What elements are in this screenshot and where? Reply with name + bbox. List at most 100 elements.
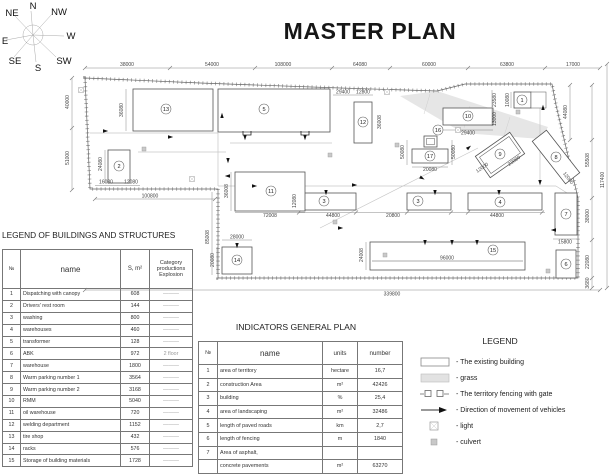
table-row: 4 warehouses 460 ——— bbox=[2, 323, 193, 337]
legend-item-label: - light bbox=[456, 422, 474, 430]
cell-no: 5 bbox=[2, 335, 21, 349]
cell-no: 3 bbox=[198, 391, 218, 406]
dock-marks bbox=[242, 131, 310, 136]
table-row: 8 Warm parking number 1 3564 ——— bbox=[2, 371, 193, 385]
legend-item-label: - culvert bbox=[456, 438, 481, 446]
svg-text:23580: 23580 bbox=[492, 93, 498, 107]
cell-units: m² bbox=[322, 377, 358, 393]
cell-name: length of fencing bbox=[217, 431, 323, 447]
svg-text:3680: 3680 bbox=[585, 277, 591, 288]
svg-text:36008: 36008 bbox=[224, 184, 230, 198]
table-row: 5 length of paved roads km 2,7 bbox=[198, 418, 403, 433]
building-label: 3 bbox=[412, 195, 424, 207]
table-row: 7 warehouse 1800 ——— bbox=[2, 359, 193, 373]
indicators-section: INDICATORS GENERAL PLAN № name units num… bbox=[198, 322, 403, 474]
cell-name: oil warehouse bbox=[20, 406, 121, 420]
cell-area: 608 bbox=[120, 288, 150, 301]
cell-number: 16,7 bbox=[357, 364, 403, 379]
table-row: 9 Warm parking number 2 3168 ——— bbox=[2, 383, 193, 397]
table-row: 1 Dispatching with canopy 608 ——— bbox=[2, 288, 193, 301]
cell-category: ——— bbox=[149, 395, 193, 408]
existing-building-symbol bbox=[420, 357, 456, 367]
culvert-icon bbox=[394, 142, 400, 148]
cell-category: ——— bbox=[149, 454, 193, 468]
building-label: 4 bbox=[494, 196, 506, 208]
svg-text:7: 7 bbox=[564, 212, 567, 218]
column-header-no: № bbox=[2, 249, 21, 289]
culvert-symbol bbox=[420, 437, 456, 447]
svg-text:9: 9 bbox=[498, 152, 501, 158]
svg-text:50080: 50080 bbox=[400, 145, 406, 159]
svg-text:5: 5 bbox=[262, 107, 265, 113]
column-header-number: number bbox=[357, 341, 403, 365]
table-row: 6 ABK 972 2 floor bbox=[2, 347, 193, 361]
svg-text:3: 3 bbox=[416, 199, 419, 205]
cell-category: ——— bbox=[149, 383, 193, 397]
table-row: concrete pavements m² 63270 bbox=[198, 459, 403, 474]
cell-name: Drivers' rest room bbox=[20, 299, 121, 313]
cell-category: ——— bbox=[149, 371, 193, 385]
cell-area: 576 bbox=[120, 442, 150, 456]
svg-text:10: 10 bbox=[465, 114, 471, 120]
svg-text:20080: 20080 bbox=[423, 167, 437, 173]
cell-name: tire shop bbox=[20, 430, 121, 444]
table-row: 11 oil warehouse 720 ——— bbox=[2, 406, 193, 420]
svg-text:8: 8 bbox=[554, 155, 557, 161]
culvert-icon bbox=[327, 152, 333, 158]
building-label: 16 bbox=[432, 124, 444, 136]
legend-item: - culvert bbox=[420, 434, 606, 450]
table-row: 4 area of landscaping m² 32486 bbox=[198, 404, 403, 420]
building-label: 8 bbox=[550, 151, 562, 163]
cell-units bbox=[322, 445, 358, 461]
cell-units: km bbox=[322, 418, 358, 433]
svg-text:96000: 96000 bbox=[440, 256, 454, 262]
indicators-table: № name units number 1 area of territory … bbox=[198, 341, 403, 474]
svg-text:16: 16 bbox=[435, 128, 441, 134]
cell-name: Warm parking number 2 bbox=[20, 383, 121, 397]
svg-text:44800: 44800 bbox=[326, 213, 340, 219]
table-row: 7 Area of asphalt, bbox=[198, 445, 403, 461]
vehicle-direction-symbol bbox=[420, 405, 456, 415]
cell-number: 63270 bbox=[357, 459, 403, 474]
svg-text:16080: 16080 bbox=[99, 180, 113, 186]
culvert-icon bbox=[382, 252, 388, 258]
svg-text:36080: 36080 bbox=[119, 103, 125, 117]
culvert-icon bbox=[141, 146, 147, 152]
building-16-inner bbox=[426, 138, 435, 145]
building-label: 15 bbox=[487, 244, 499, 256]
legend-of-buildings-table: № name S, m² Category productions Explos… bbox=[2, 249, 193, 468]
cell-no: 4 bbox=[198, 404, 218, 420]
cell-no: 8 bbox=[2, 371, 21, 385]
cell-no: 2 bbox=[198, 377, 218, 393]
dimension-ticks bbox=[69, 61, 610, 293]
cell-name: concrete pavements bbox=[217, 459, 323, 474]
column-header-category: Category productions Explosion bbox=[149, 249, 193, 289]
svg-text:63800: 63800 bbox=[500, 62, 514, 68]
cell-area: 972 bbox=[120, 347, 150, 361]
cell-name: ABK bbox=[20, 347, 121, 361]
cell-no: 13 bbox=[2, 430, 21, 444]
building-15 bbox=[369, 241, 526, 271]
compass-n-label: N bbox=[30, 1, 37, 12]
cell-no: 12 bbox=[2, 418, 21, 432]
cell-name: Storage of building materials bbox=[20, 454, 121, 468]
cell-name: building bbox=[217, 391, 323, 406]
culvert-icon bbox=[545, 268, 551, 274]
cell-name: area of territory bbox=[217, 364, 323, 379]
svg-text:3: 3 bbox=[322, 199, 325, 205]
building-label: 6 bbox=[560, 258, 572, 270]
svg-text:60000: 60000 bbox=[422, 62, 436, 68]
cell-no: 11 bbox=[2, 406, 21, 420]
table-row: 14 racks 576 ——— bbox=[2, 442, 193, 456]
cell-area: 432 bbox=[120, 430, 150, 444]
table-row: 12 welding department 1152 ——— bbox=[2, 418, 193, 432]
cell-no: 9 bbox=[2, 383, 21, 397]
cell-category: ——— bbox=[149, 442, 193, 456]
table-row: 3 building % 25,4 bbox=[198, 391, 403, 406]
fencing-gate-symbol bbox=[420, 389, 456, 399]
light-icon bbox=[455, 127, 461, 133]
svg-text:15: 15 bbox=[490, 248, 496, 254]
cell-name: length of paved roads bbox=[217, 418, 323, 433]
cell-units: % bbox=[322, 391, 358, 406]
table-header-row: № name S, m² Category productions Explos… bbox=[2, 249, 193, 289]
